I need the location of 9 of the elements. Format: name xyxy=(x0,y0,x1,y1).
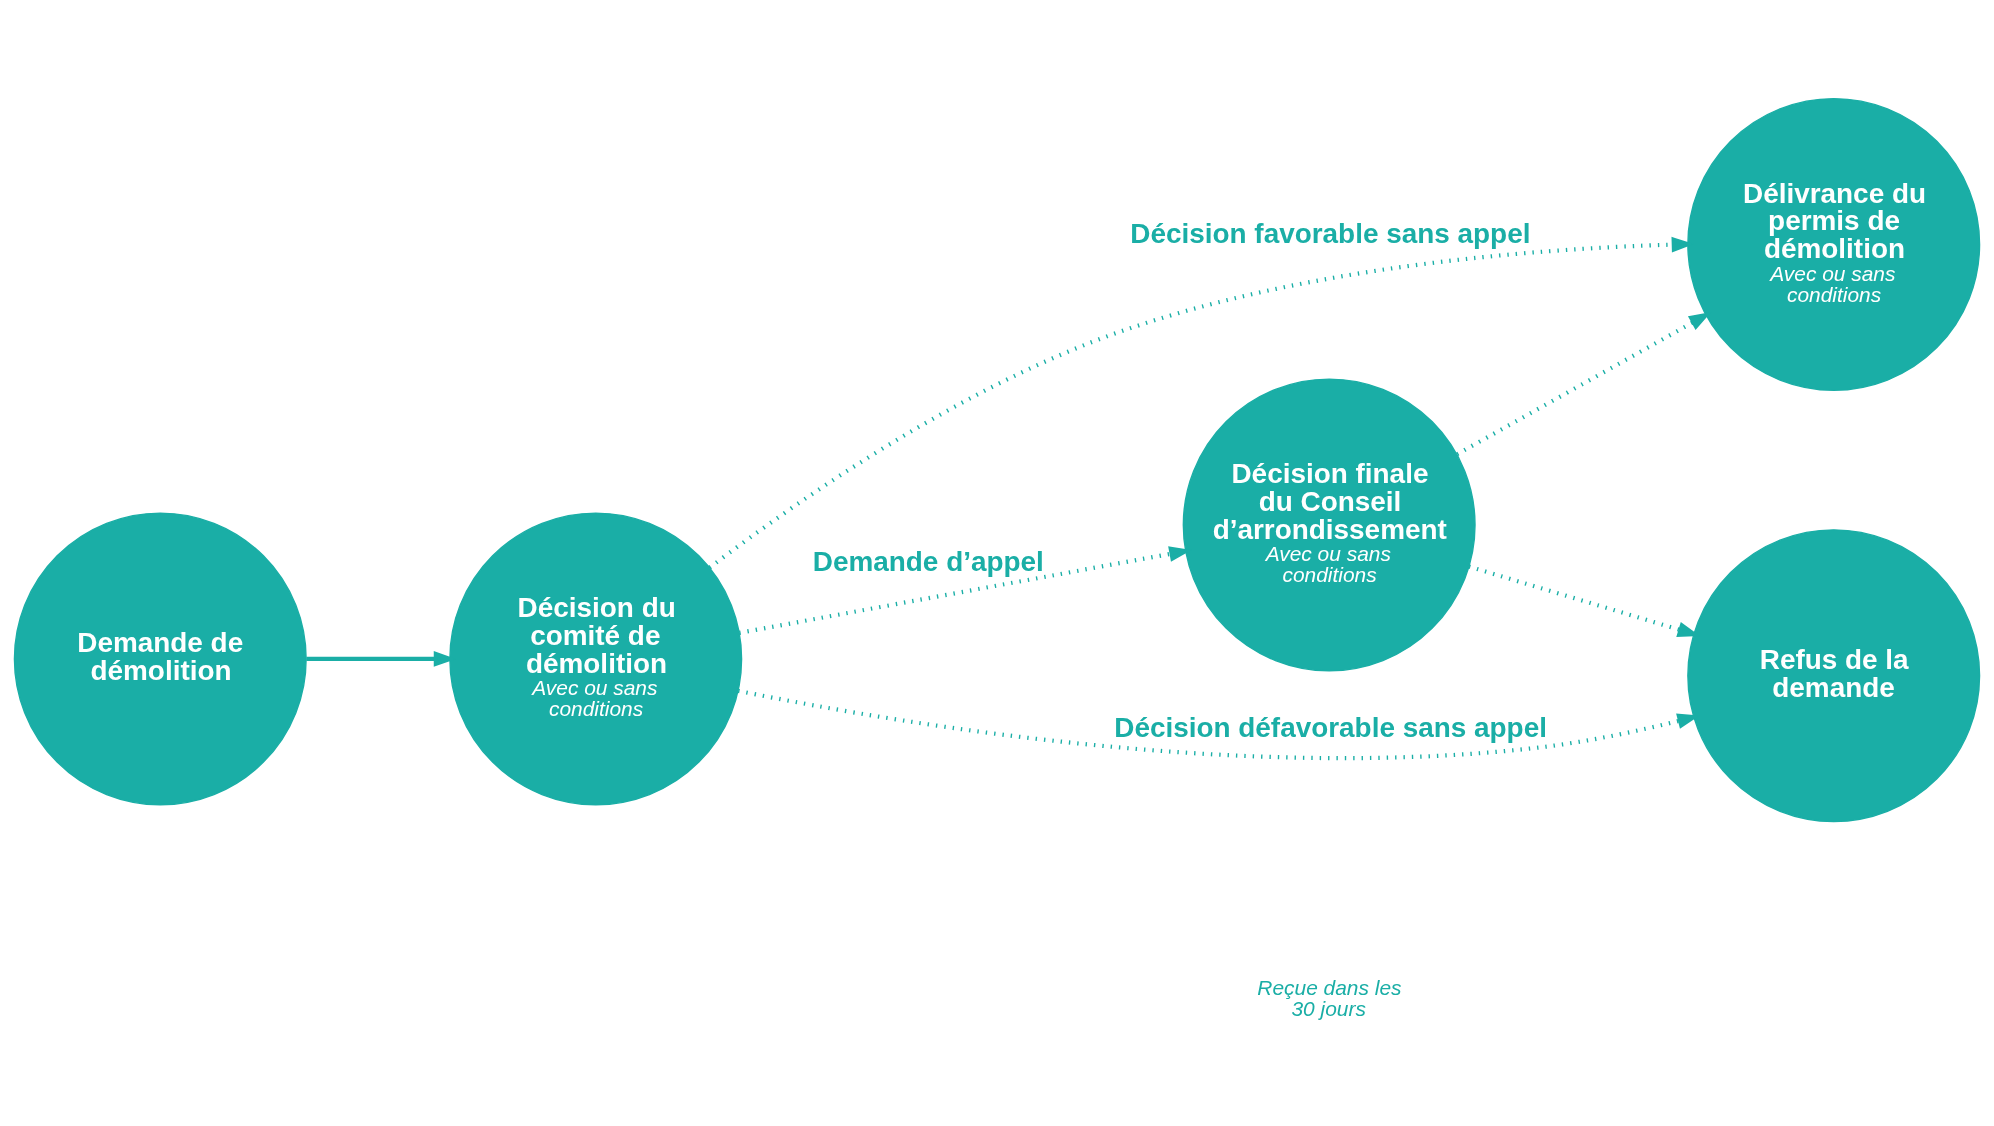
edge-label: Décision favorable sans appel xyxy=(1130,218,1531,250)
node-circle: Décision finale du Conseil d’arrondissement Avec ou sans conditions xyxy=(1182,378,1476,672)
label: Reçue dans les 30 jours xyxy=(1257,976,1402,1021)
node-circle: Demande de démolition xyxy=(13,512,307,806)
edge-label: Décision défavorable sans appel xyxy=(1114,712,1547,744)
edge-label: Demande d’appel xyxy=(812,546,1044,578)
node-circle: Refus de la demande xyxy=(1687,529,1981,823)
node-circle: Décision du comité de démolition Avec ou sans conditions xyxy=(449,512,743,806)
arrow xyxy=(708,236,1695,570)
